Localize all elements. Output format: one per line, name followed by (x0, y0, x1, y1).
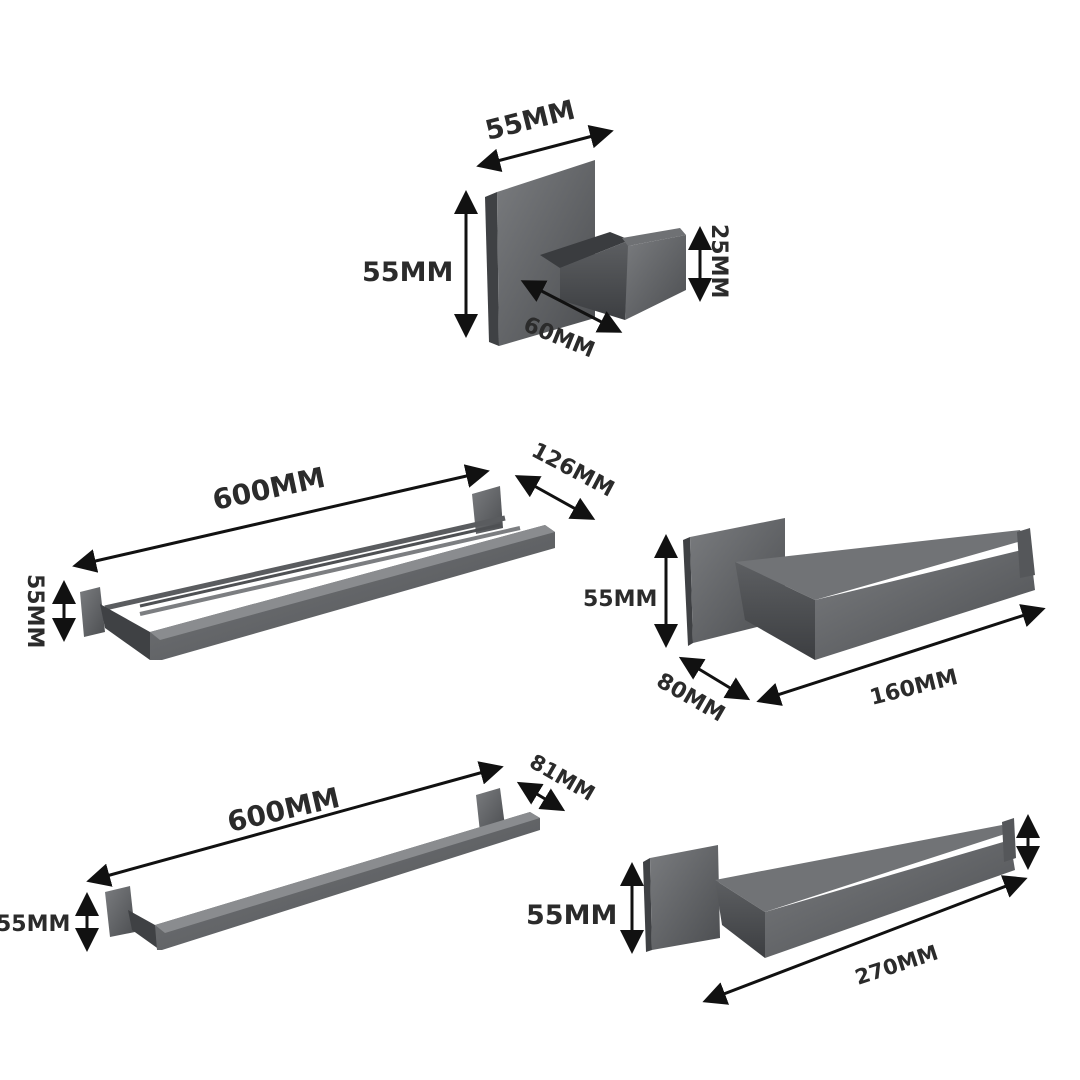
towel-holder: 55MM 270MM (526, 814, 1040, 1005)
hook-height-label: 55MM (362, 257, 453, 288)
hook-width-label: 55MM (482, 95, 578, 147)
paper-holder-length-label: 160MM (867, 665, 960, 711)
robe-hook: 55MM 55MM 60MM 25MM (362, 95, 731, 364)
paper-holder-depth-label: 80MM (652, 669, 729, 728)
single-bar-depth-label: 81MM (526, 750, 600, 806)
double-towel-bar: 600MM 126MM 55MM (22, 438, 618, 660)
towel-holder-height-label: 55MM (526, 900, 617, 931)
double-bar-height-label: 55MM (22, 574, 47, 648)
single-bar-height-label: 55MM (0, 912, 70, 937)
towel-holder-length-label: 270MM (852, 940, 941, 989)
single-bar-length-label: 600MM (224, 781, 343, 839)
paper-holder: 55MM 80MM 160MM (583, 518, 1046, 728)
paper-holder-height-label: 55MM (583, 587, 657, 612)
double-bar-depth-label: 126MM (527, 438, 618, 502)
hook-arm-height-label: 25MM (706, 224, 731, 298)
single-towel-bar: 600MM 81MM 55MM (0, 750, 600, 952)
double-bar-length-label: 600MM (210, 461, 329, 517)
